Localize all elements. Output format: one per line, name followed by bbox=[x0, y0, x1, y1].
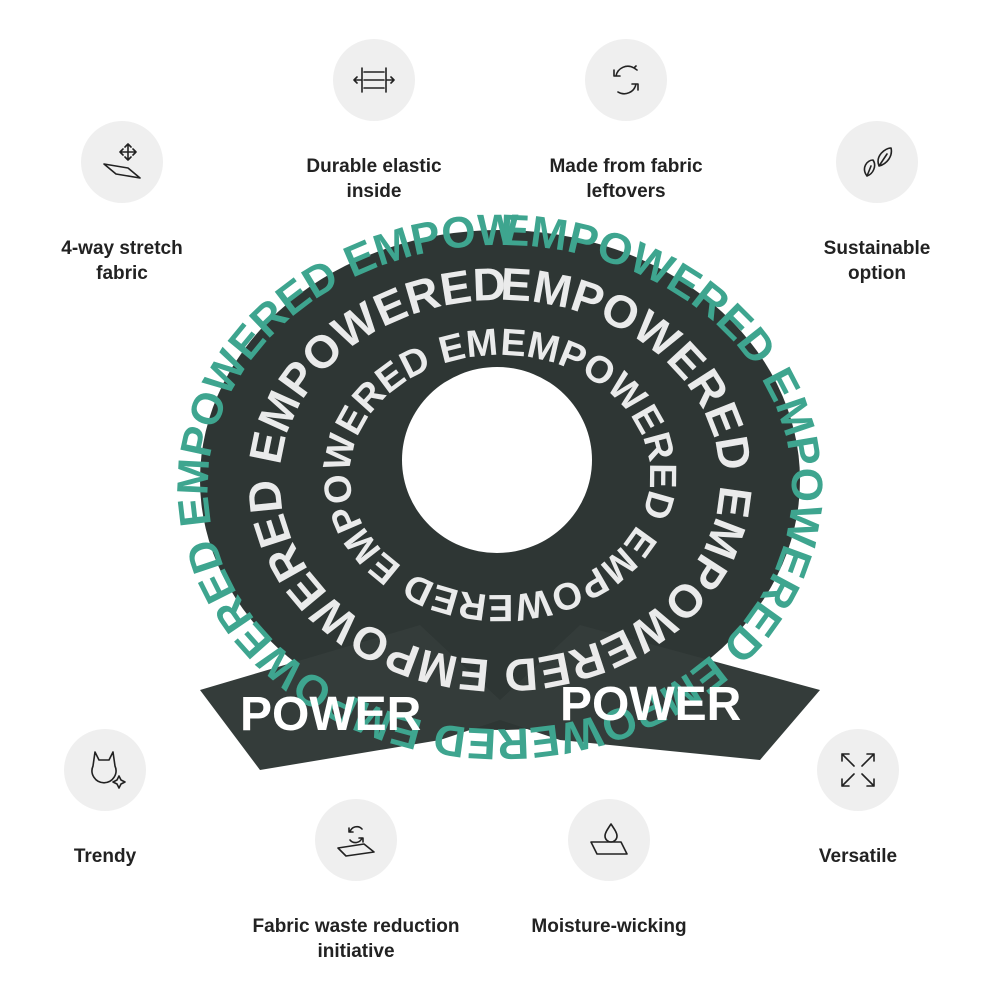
feature-fabric-waste-reduction: Fabric waste reduction initiative bbox=[236, 799, 476, 964]
arrows-expand-icon bbox=[841, 753, 875, 787]
feature-versatile: Versatile bbox=[738, 729, 978, 869]
feature-4-way-stretch: 4-way stretch fabric bbox=[2, 121, 242, 286]
fabric-recycle-icon bbox=[337, 825, 375, 857]
elastic-icon bbox=[353, 67, 395, 93]
droplet-icon bbox=[590, 823, 628, 855]
feature-fabric-leftovers: Made from fabric leftovers bbox=[506, 39, 746, 204]
svg-text:POWER: POWER bbox=[240, 688, 421, 741]
feature-moisture-wicking: Moisture-wicking bbox=[489, 799, 729, 939]
feature-durable-elastic: Durable elastic inside bbox=[254, 39, 494, 204]
stretch-icon bbox=[103, 143, 141, 179]
feature-sustainable: Sustainable option bbox=[757, 121, 997, 286]
recycle-icon bbox=[613, 65, 639, 95]
feature-trendy: Trendy bbox=[0, 729, 225, 869]
leaves-icon bbox=[863, 147, 893, 177]
svg-text:POWER: POWER bbox=[560, 678, 741, 731]
trendy-cat-icon bbox=[91, 751, 126, 789]
